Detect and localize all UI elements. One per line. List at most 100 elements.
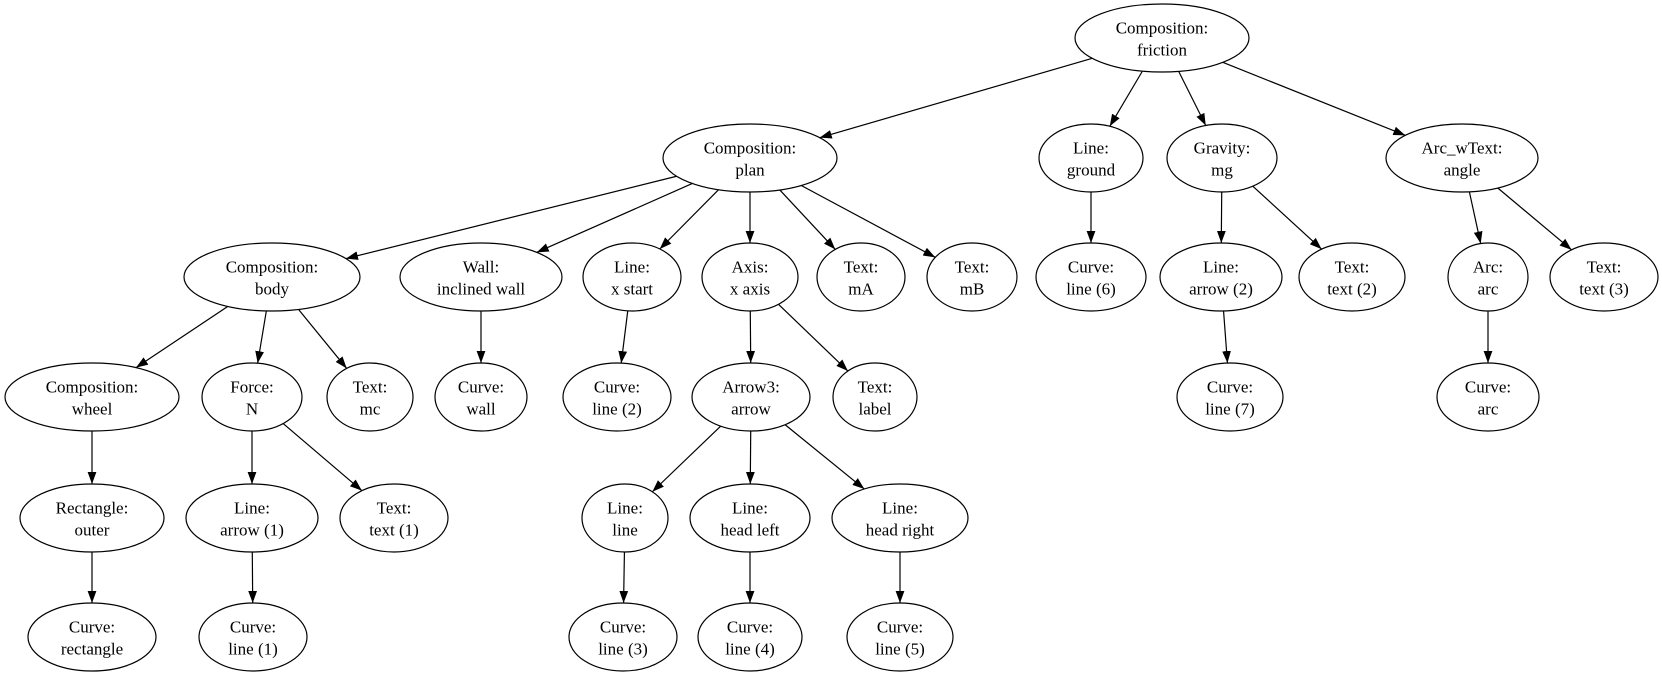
node-label-type-curve-line-4: Curve: <box>727 618 773 637</box>
node-label-name-arc-wtext-angle: angle <box>1444 161 1481 180</box>
node-label-type-composition-wheel: Composition: <box>46 378 139 397</box>
node-label-name-rectangle-outer: outer <box>75 521 110 540</box>
edge-composition-friction-to-gravity-mg <box>1178 71 1207 126</box>
node-composition-body: Composition:body <box>183 242 361 312</box>
node-label-type-text-text-2: Text: <box>1335 258 1370 277</box>
node-label-type-curve-line-6: Curve: <box>1068 258 1114 277</box>
node-label-type-composition-plan: Composition: <box>704 139 797 158</box>
node-ellipse-curve-line-4 <box>697 602 803 672</box>
edge-gravity-mg-to-text-text-2 <box>1252 185 1322 250</box>
node-ellipse-curve-arc <box>1436 362 1540 432</box>
edge-axis-x-axis-to-text-label <box>778 303 849 372</box>
node-label-type-line-x-start: Line: <box>614 258 650 277</box>
node-label-name-axis-x-axis: x axis <box>730 280 770 299</box>
node-ellipse-text-label <box>832 362 918 432</box>
node-label-type-curve-line-2: Curve: <box>594 378 640 397</box>
node-label-type-text-mc: Text: <box>353 378 388 397</box>
node-label-type-arrow3-arrow: Arrow3: <box>722 378 780 397</box>
edge-composition-friction-to-composition-plan <box>819 57 1093 139</box>
node-label-name-arrow3-arrow: arrow <box>731 400 771 419</box>
node-label-type-text-label: Text: <box>858 378 893 397</box>
node-label-type-axis-x-axis: Axis: <box>732 258 769 277</box>
node-text-text-2: Text: text (2) <box>1298 242 1406 312</box>
node-label-name-curve-line-3: line (3) <box>598 640 648 659</box>
node-composition-wheel: Composition:wheel <box>4 362 180 432</box>
node-label-name-line-head-left: head left <box>721 521 780 540</box>
edges <box>87 57 1572 604</box>
edge-composition-plan-to-text-mb <box>800 184 936 258</box>
node-curve-line-7: Curve:line (7) <box>1176 362 1284 432</box>
node-label-type-wall-inclined-wall: Wall: <box>463 258 499 277</box>
node-label-type-line-head-right: Line: <box>882 499 918 518</box>
edge-composition-body-to-force-n <box>255 310 267 364</box>
edge-composition-friction-to-arc-wtext-angle <box>1222 61 1406 136</box>
node-ellipse-composition-friction <box>1074 3 1250 73</box>
node-ellipse-line-line <box>581 483 669 553</box>
node-label-name-curve-arc: arc <box>1478 400 1499 419</box>
node-label-name-line-arrow-1: arrow (1) <box>220 521 284 540</box>
node-ellipse-composition-body <box>183 242 361 312</box>
node-line-head-right: Line:head right <box>831 483 969 553</box>
edge-arrow3-arrow-to-line-head-right <box>784 424 865 490</box>
edge-line-line-to-curve-line-3 <box>619 551 629 604</box>
edge-composition-friction-to-line-ground <box>1109 70 1143 127</box>
node-line-line: Line:line <box>581 483 669 553</box>
node-ellipse-curve-line-5 <box>846 602 954 672</box>
edge-composition-plan-to-wall-inclined-wall <box>536 182 693 253</box>
node-force-n: Force:N <box>201 362 303 432</box>
node-label-name-line-x-start: x start <box>611 280 653 299</box>
node-curve-line-6: Curve:line (6) <box>1035 242 1147 312</box>
node-curve-line-3: Curve: line (3) <box>568 602 678 672</box>
node-label-name-gravity-mg: mg <box>1211 161 1233 180</box>
edge-line-arrow-2-to-curve-line-7 <box>1222 310 1231 364</box>
node-label-type-line-arrow-1: Line: <box>234 499 270 518</box>
node-text-mc: Text:mc <box>326 362 414 432</box>
node-ellipse-text-mb <box>926 242 1018 312</box>
node-label-type-curve-line-3: Curve: <box>600 618 646 637</box>
node-label-type-composition-friction: Composition: <box>1116 19 1209 38</box>
node-ellipse-curve-line-2 <box>562 362 672 432</box>
edge-force-n-to-text-text-1 <box>282 423 363 492</box>
node-label-name-text-text-3: text (3) <box>1579 280 1629 299</box>
node-curve-wall: Curve:wall <box>434 362 528 432</box>
node-ellipse-curve-wall <box>434 362 528 432</box>
edge-arc-wtext-angle-to-arc-arc <box>1468 191 1483 244</box>
node-ellipse-curve-line-6 <box>1035 242 1147 312</box>
node-ellipse-gravity-mg <box>1166 123 1278 193</box>
node-label-type-text-text-3: Text: <box>1587 258 1622 277</box>
node-arrow3-arrow: Arrow3: arrow <box>691 362 811 432</box>
node-label-type-curve-line-5: Curve: <box>877 618 923 637</box>
edge-composition-plan-to-text-ma <box>779 189 836 250</box>
node-line-ground: Line:ground <box>1038 123 1144 193</box>
node-label-type-force-n: Force: <box>230 378 273 397</box>
node-curve-line-1: Curve:line (1) <box>198 602 308 672</box>
node-label-name-curve-line-5: line (5) <box>875 640 925 659</box>
node-label-name-composition-plan: plan <box>735 161 765 180</box>
node-label-type-curve-wall: Curve: <box>458 378 504 397</box>
node-line-x-start: Line: x start <box>582 242 682 312</box>
node-ellipse-arrow3-arrow <box>691 362 811 432</box>
node-composition-plan: Composition: plan <box>662 123 838 193</box>
node-ellipse-arc-wtext-angle <box>1385 123 1539 193</box>
node-label-type-curve-arc: Curve: <box>1465 378 1511 397</box>
node-label-name-line-ground: ground <box>1067 161 1116 180</box>
node-ellipse-text-text-3 <box>1549 242 1659 312</box>
node-curve-line-5: Curve: line (5) <box>846 602 954 672</box>
node-wall-inclined-wall: Wall:inclined wall <box>399 242 563 312</box>
node-arc-arc: Arc:arc <box>1447 242 1529 312</box>
node-ellipse-line-head-left <box>689 483 811 553</box>
node-text-text-3: Text: text (3) <box>1549 242 1659 312</box>
edge-composition-plan-to-line-x-start <box>659 189 719 250</box>
node-ellipse-arc-arc <box>1447 242 1529 312</box>
node-label-type-curve-line-7: Curve: <box>1207 378 1253 397</box>
node-label-name-text-mb: mB <box>960 280 985 299</box>
node-label-type-curve-rectangle: Curve: <box>69 618 115 637</box>
edge-arc-wtext-angle-to-text-text-3 <box>1497 187 1572 251</box>
node-ellipse-curve-line-7 <box>1176 362 1284 432</box>
node-label-name-text-text-2: text (2) <box>1327 280 1377 299</box>
edge-composition-plan-to-composition-body <box>345 175 677 260</box>
node-label-name-composition-body: body <box>255 280 290 299</box>
node-curve-line-2: Curve:line (2) <box>562 362 672 432</box>
